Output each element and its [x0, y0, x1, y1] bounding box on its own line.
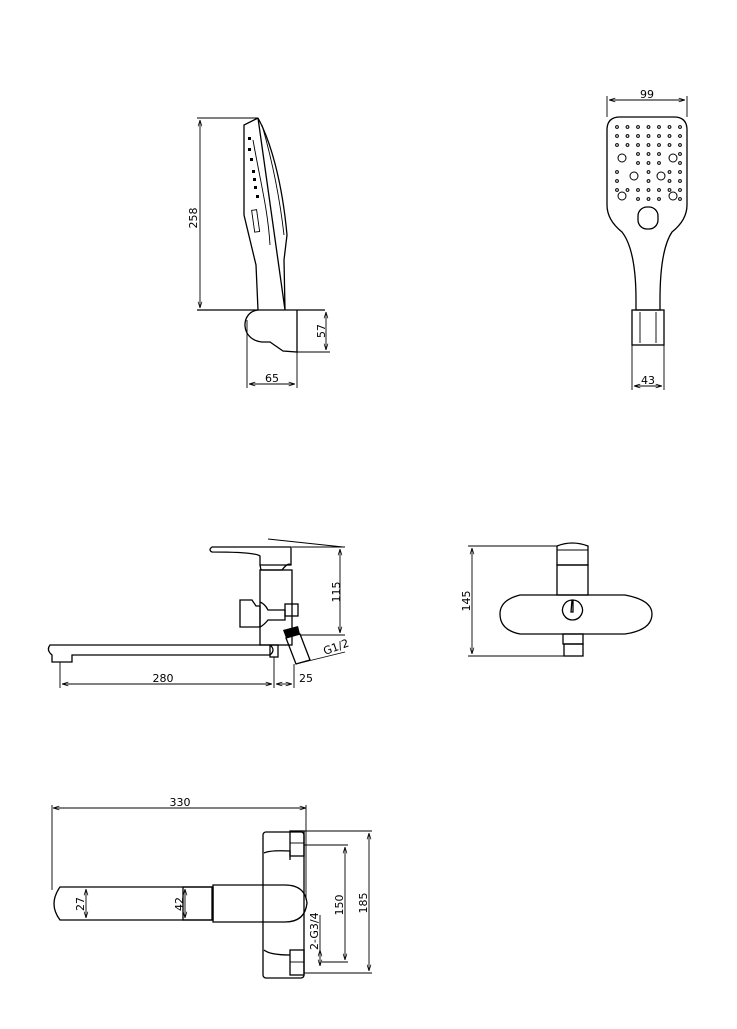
nozzle-dot: [636, 143, 640, 147]
nozzle-dot: [678, 152, 682, 156]
dim-holder-width: 65: [265, 372, 279, 385]
hand-shower-front-view: 99 43: [606, 88, 688, 390]
nozzle-dot: [615, 170, 619, 174]
nozzle-dot: [636, 188, 640, 192]
nozzle-dot: [667, 134, 672, 138]
dim-center-distance: 150: [333, 895, 346, 916]
nozzle-dot: [667, 143, 672, 147]
nozzle-ring: [668, 191, 678, 201]
nozzle-dot: [625, 134, 630, 138]
nozzle-dot: [615, 125, 619, 129]
nozzle-dot: [615, 188, 619, 192]
mixer-front-view: 145: [460, 542, 653, 657]
nozzle-dot: [678, 143, 682, 147]
nozzle-dot: [657, 134, 661, 138]
nozzle-dot: [646, 188, 651, 192]
dim-thread-g12: G1/2: [322, 637, 351, 658]
nozzle-dot: [646, 134, 651, 138]
dim-inlet-offset: 25: [299, 672, 313, 685]
dim-total-length: 330: [170, 796, 191, 809]
nozzle-dot: [678, 197, 682, 201]
dim-spout-length: 280: [153, 672, 174, 685]
nozzle-dot: [667, 125, 672, 129]
nozzle-ring: [668, 153, 678, 163]
nozzle-dot: [646, 161, 651, 165]
dim-mixer-height: 115: [330, 582, 343, 603]
nozzle-dot: [678, 161, 682, 165]
dim-shower-height: 258: [187, 208, 200, 229]
dim-connector-width: 43: [641, 374, 655, 387]
nozzle-dot: [636, 161, 640, 165]
dim-holder-height: 57: [315, 324, 328, 338]
nozzle-dot: [678, 170, 682, 174]
nozzle-dot: [657, 125, 661, 129]
dim-thread-g34: 2-G3/4: [308, 912, 321, 950]
nozzle-dot: [678, 125, 682, 129]
nozzle-dot: [657, 143, 661, 147]
nozzle-dot: [657, 161, 661, 165]
nozzle-dot: [625, 143, 630, 147]
nozzle-dot: [636, 152, 640, 156]
spray-nozzle-dots: [615, 125, 682, 201]
nozzle-dot: [657, 197, 661, 201]
nozzle-dot: [667, 179, 672, 183]
nozzle-ring: [617, 191, 627, 201]
nozzle-dot: [667, 188, 672, 192]
nozzle-dot: [625, 188, 630, 192]
dim-front-height: 145: [460, 591, 473, 612]
mixer-side-view: 115 G1/2 280 25: [47, 538, 351, 688]
nozzle-dot: [636, 125, 640, 129]
dim-overall-width: 185: [357, 893, 370, 914]
dim-head-width: 99: [640, 88, 654, 101]
nozzle-dot: [646, 143, 651, 147]
nozzle-dot: [625, 125, 630, 129]
nozzle-dot: [646, 179, 651, 183]
dim-spout-width: 27: [74, 897, 87, 911]
nozzle-dot: [678, 188, 682, 192]
nozzle-ring: [656, 171, 666, 181]
nozzle-dot: [636, 134, 640, 138]
nozzle-dot: [657, 188, 661, 192]
nozzle-dot: [646, 197, 651, 201]
nozzle-dot: [636, 197, 640, 201]
nozzle-ring: [617, 153, 627, 163]
nozzle-dot: [678, 179, 682, 183]
nozzle-dot: [615, 134, 619, 138]
nozzle-dot: [646, 152, 651, 156]
nozzle-dot: [657, 152, 661, 156]
nozzle-dot: [615, 179, 619, 183]
dim-body-width: 42: [173, 897, 186, 911]
nozzle-dot: [667, 170, 672, 174]
nozzle-dot: [646, 170, 651, 174]
hand-shower-side-view: 258 57 65: [187, 117, 330, 388]
mixer-top-view: 330 27 42 150 185 2-G3/4: [51, 796, 372, 979]
nozzle-dot: [646, 125, 651, 129]
nozzle-dot: [615, 143, 619, 147]
nozzle-ring: [629, 171, 639, 181]
nozzle-dot: [678, 134, 682, 138]
